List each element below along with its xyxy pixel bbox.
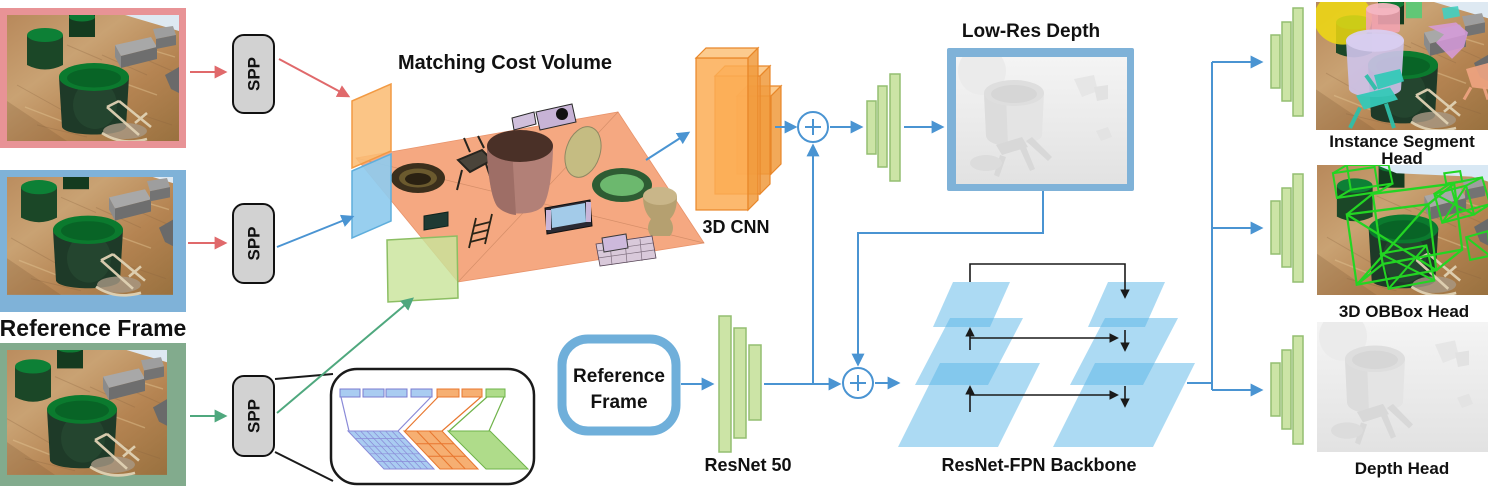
arrow-spp1-to-orange-plane [278,58,351,98]
fpn-arrows [965,263,1130,412]
input-frame-reference [0,170,186,312]
instance-head-label-line2: Head [1381,149,1423,168]
cnn-3d-label: 3D CNN [702,217,769,237]
reference-frame-caption: Reference Frame [0,315,186,341]
fpn-backbone [898,263,1195,447]
feature-plane-orange [351,82,392,170]
reference-frame-box-line2: Frame [590,392,647,413]
obbox-head-label: 3D OBBox Head [1339,302,1469,321]
cnn-3d-block [694,46,783,212]
spp-block-1: SPP [232,34,275,114]
low-res-depth-label: Low-Res Depth [962,21,1100,42]
input-image-top [7,15,179,141]
reference-frame-box: Reference Frame [557,334,681,436]
depth-head-image [1317,322,1488,452]
arrow-spp3-to-green-plane [276,297,414,414]
spp-label-3: SPP [245,399,264,433]
obbox-image [1317,165,1488,295]
spp-block-2: SPP [232,203,275,284]
reference-frame-box-line1: Reference [573,366,665,387]
arrow-volume-to-3dcnn [645,131,691,161]
instance-segmentation-image [1316,2,1488,130]
input-image-reference [7,177,175,297]
spp-funnel-lines [340,396,505,432]
cost-volume-objects [391,103,677,267]
resnet50-block [718,315,762,453]
plus-circle-icon-2 [842,367,874,399]
spp-label-2: SPP [245,226,264,260]
input-frame-support-bottom [0,343,186,486]
instance-head-label-line1: Instance Segment [1329,132,1475,151]
spp-pooling-bins [339,388,506,398]
fpn-left-pyramid [898,282,1040,447]
spp-label-1: SPP [245,57,264,91]
spp-pooled-grid-coarse [446,430,530,470]
fpn-label: ResNet-FPN Backbone [941,455,1136,475]
resnet50-label: ResNet 50 [704,455,791,475]
depth-conv-block [866,73,901,182]
line-lowres-feedback-to-sum2 [851,191,1044,367]
output-trunk [1187,55,1264,397]
arrow-spp2-to-blue-plane [276,214,355,248]
spp-pooled-grid-fine [346,430,436,470]
spp-block-3: SPP [232,375,275,457]
input-image-bottom [7,350,169,477]
cost-volume-title: Matching Cost Volume [398,52,612,74]
fpn-right-pyramid [1053,282,1195,447]
depth-head-conv [1270,335,1304,445]
obbox-head-conv [1270,173,1304,283]
feature-plane-green [386,235,459,303]
plus-circle-icon [797,111,829,143]
input-arrows [188,58,691,423]
depth-head-label: Depth Head [1355,459,1449,478]
spp-pooled-grid-medium [402,430,480,470]
instance-head-conv [1270,7,1304,117]
spp-detail-callout [274,367,536,486]
low-res-depth-image [947,48,1134,191]
matching-cost-volume [355,103,705,283]
input-frame-support-top [0,8,186,148]
feature-plane-blue [351,152,392,240]
